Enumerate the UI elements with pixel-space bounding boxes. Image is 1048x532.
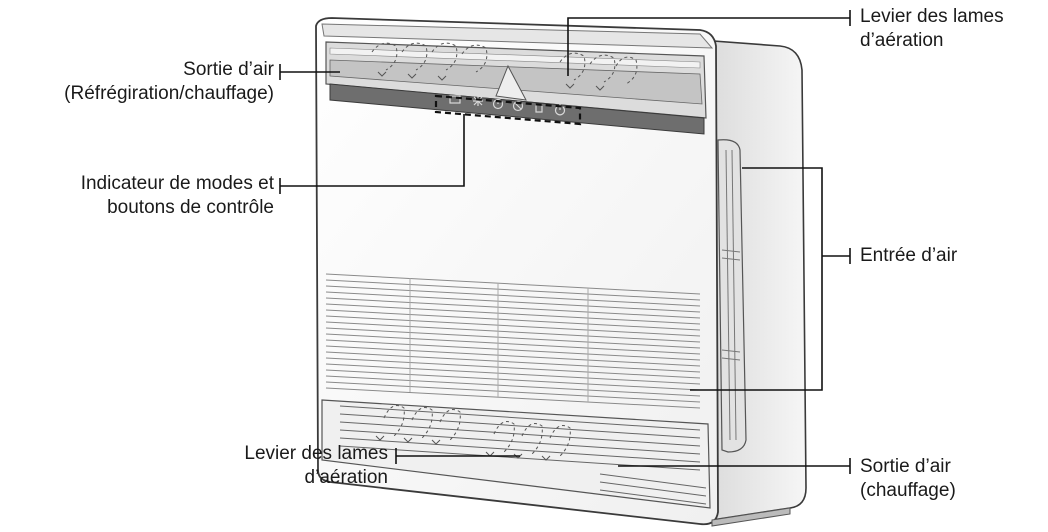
label-mode-indicator: Indicateur de modes et boutons de contrô… [0, 172, 274, 220]
top-face [321, 23, 714, 49]
display-panel-icon [449, 95, 461, 104]
right-inlet-slots [721, 149, 741, 441]
label-louver-lever-bottom: Levier des lames d’aération [0, 442, 388, 490]
label-air-inlet: Entrée d’air [860, 244, 957, 268]
label-air-outlet-bottom-line1: Sortie d’air [860, 456, 951, 477]
label-louver-lever-top-line2: d’aération [860, 30, 944, 51]
label-louver-lever-top: Levier des lames d’aération [860, 5, 1004, 53]
leader-louver-lever-top [567, 17, 850, 76]
foot-right [711, 507, 791, 527]
label-air-outlet-bottom: Sortie d’air (chauffage) [860, 455, 956, 503]
top-outlet-lip [329, 47, 701, 69]
leader-air-inlet-bracket [690, 167, 823, 391]
unit-body [315, 17, 807, 527]
display-strip [329, 83, 705, 135]
leader-mode-indicator [280, 114, 465, 187]
label-louver-lever-bottom-line2: d’aération [304, 467, 388, 488]
label-louver-lever-top-line1: Levier des lames [860, 6, 1004, 27]
snowflake-icon [473, 96, 483, 106]
top-vane-marks [377, 71, 605, 91]
right-inlet-panel [717, 139, 747, 453]
label-air-outlet-top: Sortie d’air (Réfrégiration/chauffage) [0, 58, 274, 106]
label-air-outlet-bottom-line2: (chauffage) [860, 480, 956, 501]
powerful-icon [535, 104, 543, 113]
indicator-dashed-box [434, 94, 582, 126]
front-grille [325, 273, 701, 409]
label-air-outlet-top-line1: Sortie d’air [183, 59, 274, 80]
control-icons [449, 95, 566, 116]
outlet-arrow-marker [495, 64, 527, 101]
label-air-outlet-top-line2: (Réfrégiration/chauffage) [64, 83, 274, 104]
label-mode-indicator-line1: Indicateur de modes et [80, 173, 274, 194]
label-air-inlet-line1: Entrée d’air [860, 245, 958, 266]
timer-off-icon [512, 100, 524, 112]
top-louver-dashes [371, 42, 638, 85]
bottom-louver-dashes [383, 405, 571, 457]
leader-lines [279, 10, 851, 474]
label-louver-lever-bottom-line1: Levier des lames [244, 443, 388, 464]
label-mode-indicator-line2: boutons de contrôle [107, 197, 274, 218]
